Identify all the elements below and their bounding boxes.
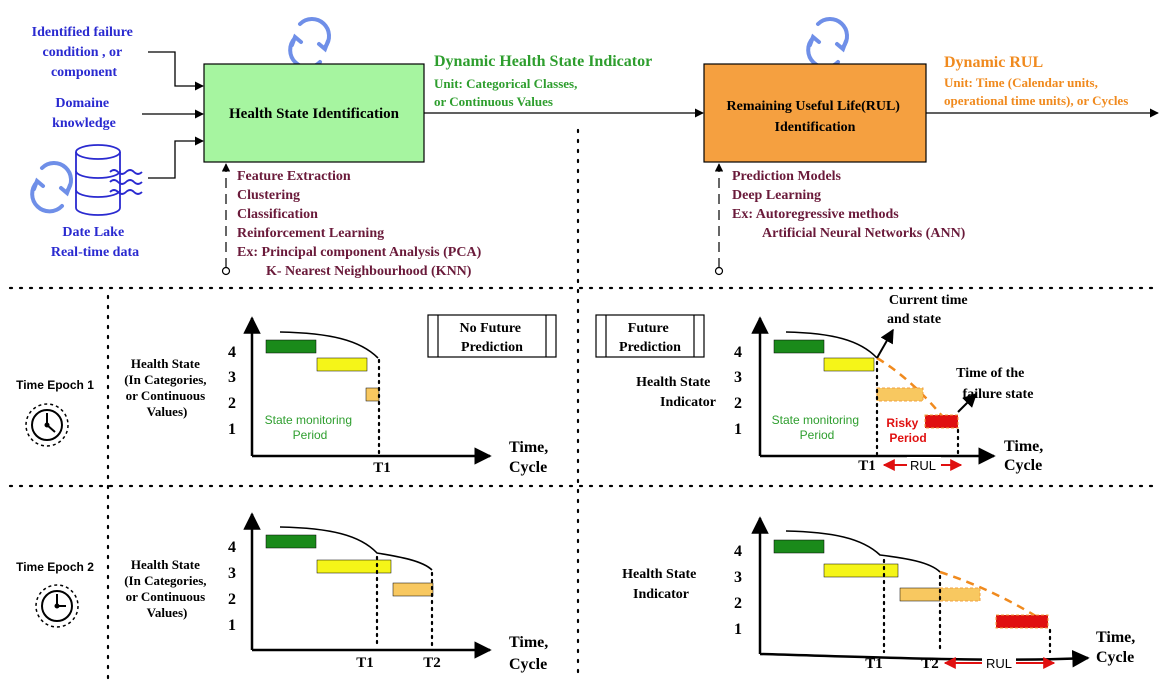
state-monitoring-label: State monitoring Period: [265, 413, 356, 442]
drul-title: Dynamic RUL: [944, 54, 1043, 71]
sync-icon: [288, 17, 331, 70]
health-state-y-label: Health State (In Categories, or Continuo…: [124, 557, 210, 620]
level-2: 2: [228, 395, 236, 412]
level-1: 1: [228, 421, 236, 438]
t2-label: T2: [921, 656, 939, 672]
x-axis-label: Time, Cycle: [1096, 629, 1139, 666]
health-curve: [785, 530, 941, 573]
health-state-box-label: Health State Identification: [229, 106, 400, 122]
level-3: 3: [228, 369, 236, 386]
epoch-2-label: Time Epoch 2: [16, 560, 94, 574]
database-icon: [75, 144, 143, 216]
level-1: 1: [734, 621, 742, 638]
sync-icon: [30, 161, 73, 214]
state-monitoring-label: State monitoring Period: [772, 413, 863, 442]
bar-light-orange: [365, 387, 380, 402]
panel-epoch1-monitoring: Health State (In Categories, or Continuo…: [124, 314, 557, 476]
x-axis-label: Time, Cycle: [509, 634, 552, 673]
bar-green: [265, 534, 317, 549]
rul-label-bg: [982, 655, 1016, 669]
svg-text:Future Prediction: Future Prediction: [619, 321, 681, 355]
level-4: 4: [734, 543, 742, 560]
t1-label: T1: [858, 458, 876, 474]
risky-period-label: Risky Period: [886, 416, 926, 445]
input-arrow-failure: [148, 51, 204, 91]
bar-predicted-red: [995, 614, 1049, 629]
dhsi-unit: Unit: Categorical Classes, or Continuous…: [434, 76, 581, 109]
t1-label: T1: [865, 656, 883, 672]
bar-yellow: [316, 357, 368, 372]
input-arrow-lake: [148, 136, 204, 179]
bar-light-orange: [392, 582, 434, 597]
x-axis-label: Time, Cycle: [509, 439, 552, 476]
level-4: 4: [228, 344, 236, 361]
level-4: 4: [228, 539, 236, 556]
rul-methods-list: Prediction Models Deep Learning Ex: Auto…: [732, 169, 966, 241]
svg-text:No Future Prediction: No Future Prediction: [459, 321, 524, 355]
bar-yellow: [316, 559, 392, 574]
rul-methods-connector: [714, 163, 724, 276]
t1-label: T1: [373, 460, 391, 476]
t2-label: T2: [423, 655, 441, 671]
health-curve: [785, 331, 878, 359]
failure-time-label: Time of the failure state: [956, 366, 1033, 402]
health-curve: [279, 331, 379, 359]
level-3: 3: [734, 569, 742, 586]
level-1: 1: [734, 421, 742, 438]
dhsi-title: Dynamic Health State Indicator: [434, 53, 652, 70]
predicted-curve: [939, 570, 1049, 626]
panel-epoch1-prediction: Future Prediction Health State Indicator…: [595, 293, 1047, 474]
input-lake-label: Date Lake Real-time data: [51, 225, 139, 260]
rul-box: [703, 63, 927, 163]
health-state-y-label: Health State (In Categories, or Continuo…: [124, 356, 210, 419]
level-3: 3: [228, 565, 236, 582]
bar-predicted-orange: [876, 387, 924, 402]
rul-box-label: Remaining Useful Life(RUL) Identificatio…: [727, 99, 904, 135]
level-1: 1: [228, 617, 236, 634]
no-future-prediction-box: No Future Prediction: [427, 314, 557, 358]
health-curve: [279, 526, 433, 571]
rul-label-bg: [907, 457, 941, 471]
health-methods-connector: [221, 163, 231, 276]
health-state-box: [203, 63, 425, 163]
bar-predicted-red: [924, 414, 959, 429]
stopwatch-icon: [25, 403, 69, 447]
level-2: 2: [228, 591, 236, 608]
level-2: 2: [734, 595, 742, 612]
rul-label: RUL: [986, 656, 1012, 671]
level-3: 3: [734, 369, 742, 386]
section-dividers: [8, 128, 1162, 682]
t1-label: T1: [356, 655, 374, 671]
sync-icon: [806, 17, 849, 70]
bar-green: [773, 339, 825, 354]
failure-time-arrow: [957, 393, 977, 413]
health-methods-list: Feature Extraction Clustering Classifica…: [237, 169, 485, 279]
input-domain-label: Domaine knowledge: [52, 96, 116, 131]
health-state-indicator-label: Health State Indicator: [636, 375, 716, 410]
bar-green: [265, 339, 317, 354]
rul-label: RUL: [910, 458, 936, 473]
panel-epoch2-prediction: Health State Indicator 4 3 2 1 T1 T2 RUL…: [622, 516, 1139, 672]
drul-unit: Unit: Time (Calendar units, operational …: [944, 75, 1128, 108]
bar-predicted-orange: [939, 587, 981, 602]
panel-epoch2-monitoring: Health State (In Categories, or Continuo…: [124, 512, 552, 673]
bar-light-orange: [899, 587, 941, 602]
x-axis-label: Time, Cycle: [1004, 438, 1047, 474]
future-prediction-box: Future Prediction: [595, 314, 705, 358]
level-4: 4: [734, 344, 742, 361]
health-state-indicator-label: Health State Indicator: [622, 567, 700, 602]
input-failure-label: Identified failure condition , or compon…: [32, 25, 137, 80]
epoch-1-label: Time Epoch 1: [16, 378, 94, 392]
current-time-arrow: [876, 328, 894, 359]
bar-yellow: [823, 357, 875, 372]
bar-yellow: [823, 563, 899, 578]
bar-green: [773, 539, 825, 554]
stopwatch-icon: [35, 584, 79, 628]
current-time-label: Current time and state: [887, 293, 971, 327]
level-2: 2: [734, 395, 742, 412]
